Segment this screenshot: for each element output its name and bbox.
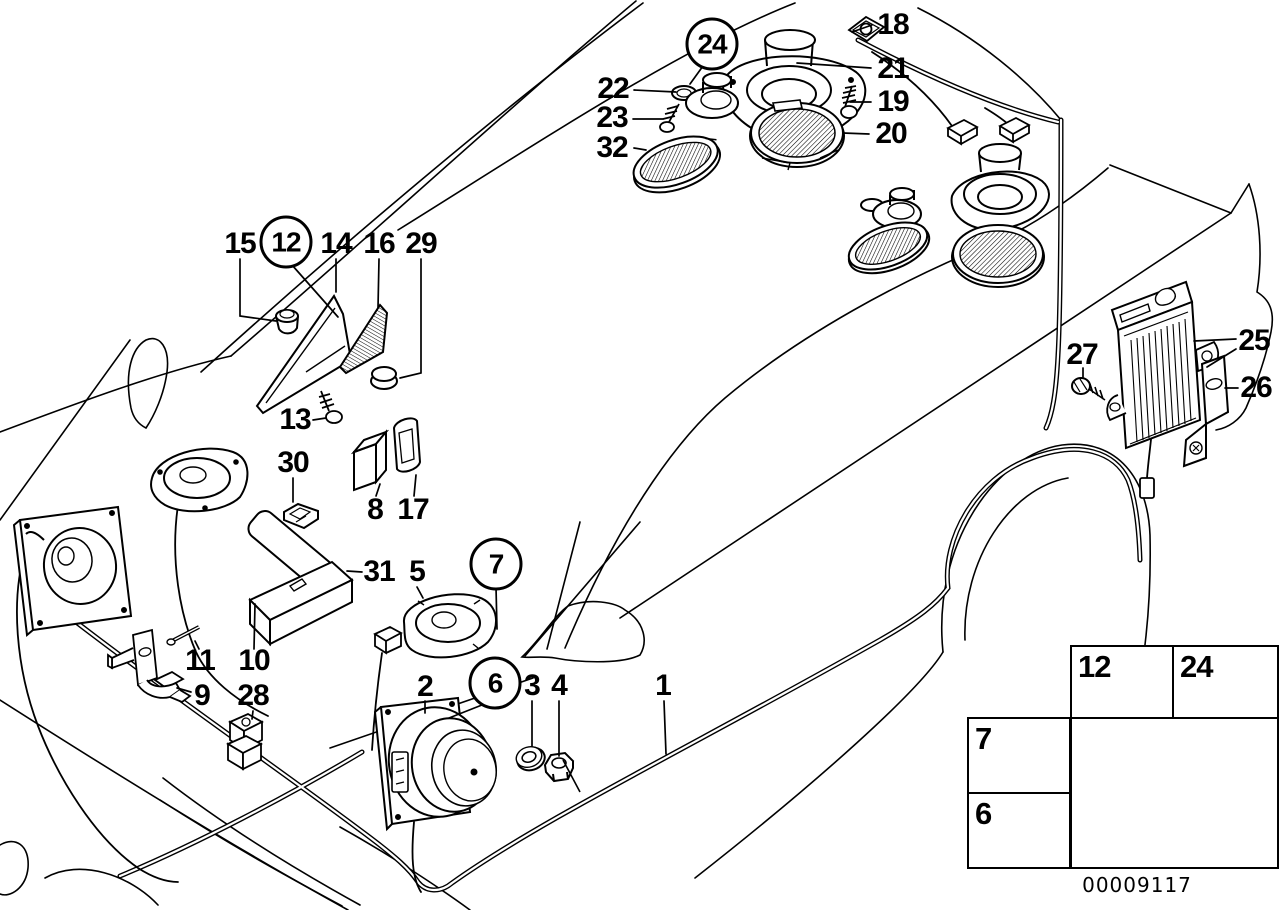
legend-cell-24: 24 (1172, 645, 1279, 719)
leader-lines (176, 24, 1239, 757)
grommet-cap (275, 309, 299, 335)
mirror-triangle-trim (255, 294, 353, 415)
center-tweeter-assembly (632, 72, 739, 194)
rear-right-speaker-assembly (847, 143, 1050, 288)
connector (998, 116, 1031, 144)
retainer-clip (283, 502, 319, 530)
air-duct (248, 560, 354, 647)
speaker-magnet (978, 143, 1022, 163)
screw (318, 390, 343, 424)
connector (153, 670, 185, 690)
woofer-wire (411, 821, 422, 893)
rear-center-speaker-assembly (722, 15, 886, 171)
front-woofer-boxed (12, 505, 133, 637)
mid-speaker-with-adapter (402, 593, 498, 659)
door-speaker-wire (174, 504, 269, 717)
round-speaker-grille (749, 99, 845, 171)
plug-button (370, 366, 398, 390)
foam-block (350, 429, 390, 492)
document-number: 00009117 (1082, 873, 1192, 897)
round-speaker-grille (951, 224, 1045, 288)
amplifier-assembly (1071, 280, 1230, 468)
mid-speaker-wire (371, 652, 383, 751)
shelf-wire-branch (871, 51, 953, 127)
hex-nut (543, 751, 581, 793)
legend-label-6: 6 (975, 796, 992, 831)
mounting-bracket-small (107, 628, 192, 704)
bolt (1071, 377, 1106, 401)
legend-cell-7: 7 (967, 717, 1071, 794)
door-panel-parts (107, 417, 422, 771)
woofer-assembly (373, 696, 497, 832)
legend-label-12: 12 (1078, 649, 1111, 684)
door-mid-speaker (150, 447, 249, 513)
washer (515, 745, 546, 772)
wiring-harness (16, 37, 1155, 893)
mirror-trim-parts (255, 294, 398, 424)
mirror-gasket (338, 303, 389, 375)
amp-mounting-bracket (1182, 354, 1230, 468)
side-mirror-outline (520, 600, 645, 663)
seal-frame (392, 417, 422, 473)
center-speakers (373, 593, 581, 832)
speaker-magnet (764, 29, 816, 51)
legend-cell-6: 6 (967, 792, 1071, 869)
amp-connector (1139, 477, 1155, 499)
front-speaker-wire (16, 547, 179, 883)
connector-block (226, 712, 264, 771)
screw (659, 103, 680, 133)
clip-nut (847, 15, 886, 43)
legend-label-24: 24 (1180, 649, 1213, 684)
pin (166, 625, 200, 646)
left-speakers (12, 447, 249, 637)
oval-speaker-grille (847, 221, 931, 275)
connector (946, 118, 979, 146)
legend-cell-vehicle (1070, 717, 1279, 869)
legend-label-7: 7 (975, 721, 992, 756)
legend-cell-12: 12 (1070, 645, 1174, 719)
connector (373, 625, 403, 655)
oval-speaker-grille (632, 135, 722, 194)
